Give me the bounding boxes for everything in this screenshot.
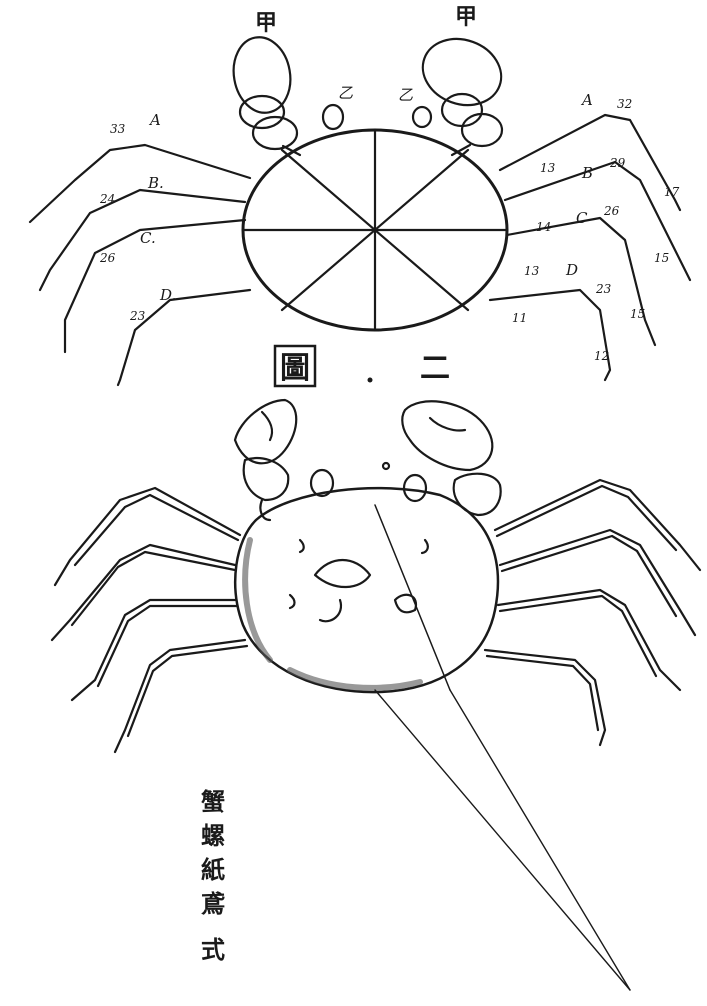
side-caption-char: 螺 — [196, 819, 230, 853]
label-jia-left: 甲 — [255, 10, 277, 36]
frame-body-oval — [243, 130, 507, 330]
frame-claw-right — [413, 28, 510, 155]
crab-eyes — [311, 463, 426, 501]
label-n-r7: 15 — [630, 307, 645, 321]
frame-legs-right — [490, 115, 690, 380]
crab-claw-right — [402, 401, 500, 515]
side-caption: 蟹 螺 紙 鳶 式 — [196, 785, 230, 967]
label-n-right-b: 29 — [609, 156, 626, 170]
frame-legs-left — [30, 145, 250, 385]
figure-title: 圖 二 — [275, 346, 450, 386]
label-n-left-c: 26 — [99, 251, 116, 265]
label-d-left: D. — [159, 286, 176, 304]
label-d-right: D — [565, 261, 578, 279]
label-n-r3: 13 — [524, 264, 540, 278]
label-jia-right: 甲 — [455, 4, 477, 30]
top-labels: 甲 甲 乙 乙 A B. C. D. 33 24 26 23 A B C D 3… — [99, 4, 680, 363]
label-n-right-d: 23 — [595, 282, 612, 296]
label-n-r1: 13 — [540, 161, 556, 175]
side-caption-char: 蟹 — [196, 785, 230, 819]
frame-eye-left — [323, 105, 343, 129]
label-n-right-c: 26 — [603, 204, 620, 218]
label-c-left: C. — [140, 229, 156, 247]
side-caption-char: 式 — [196, 933, 230, 967]
label-yi-left: 乙 — [338, 84, 353, 102]
label-n-right-a: 32 — [617, 97, 632, 111]
label-n-r2: 14 — [536, 220, 551, 234]
label-n-r8: 12 — [594, 349, 609, 363]
label-a-left: A — [148, 111, 161, 129]
figure-title-char-1: 圖 — [280, 351, 310, 386]
label-a-right: A — [580, 91, 593, 109]
label-n-r4: 11 — [512, 311, 527, 325]
crab-legs-right — [485, 480, 700, 745]
label-n-left-d: 23 — [129, 309, 146, 323]
label-n-r6: 15 — [654, 251, 669, 265]
label-yi-right: 乙 — [398, 86, 413, 104]
label-n-r5: 17 — [664, 185, 680, 199]
label-n-left-top: 33 — [110, 122, 126, 136]
label-c-right: C — [576, 209, 588, 227]
label-b-right: B — [581, 164, 593, 182]
side-caption-char: 鳶 — [196, 887, 230, 921]
crab-legs-left — [52, 488, 247, 752]
frame-claw-left — [228, 33, 300, 155]
side-caption-char: 紙 — [196, 853, 230, 887]
figure-title-char-2: 二 — [420, 351, 450, 386]
crab-carapace — [235, 488, 498, 692]
frame-eye-right — [413, 107, 431, 127]
bridle-lines — [375, 690, 630, 990]
label-n-left-b: 24 — [99, 192, 115, 206]
label-b-left: B. — [147, 174, 164, 192]
